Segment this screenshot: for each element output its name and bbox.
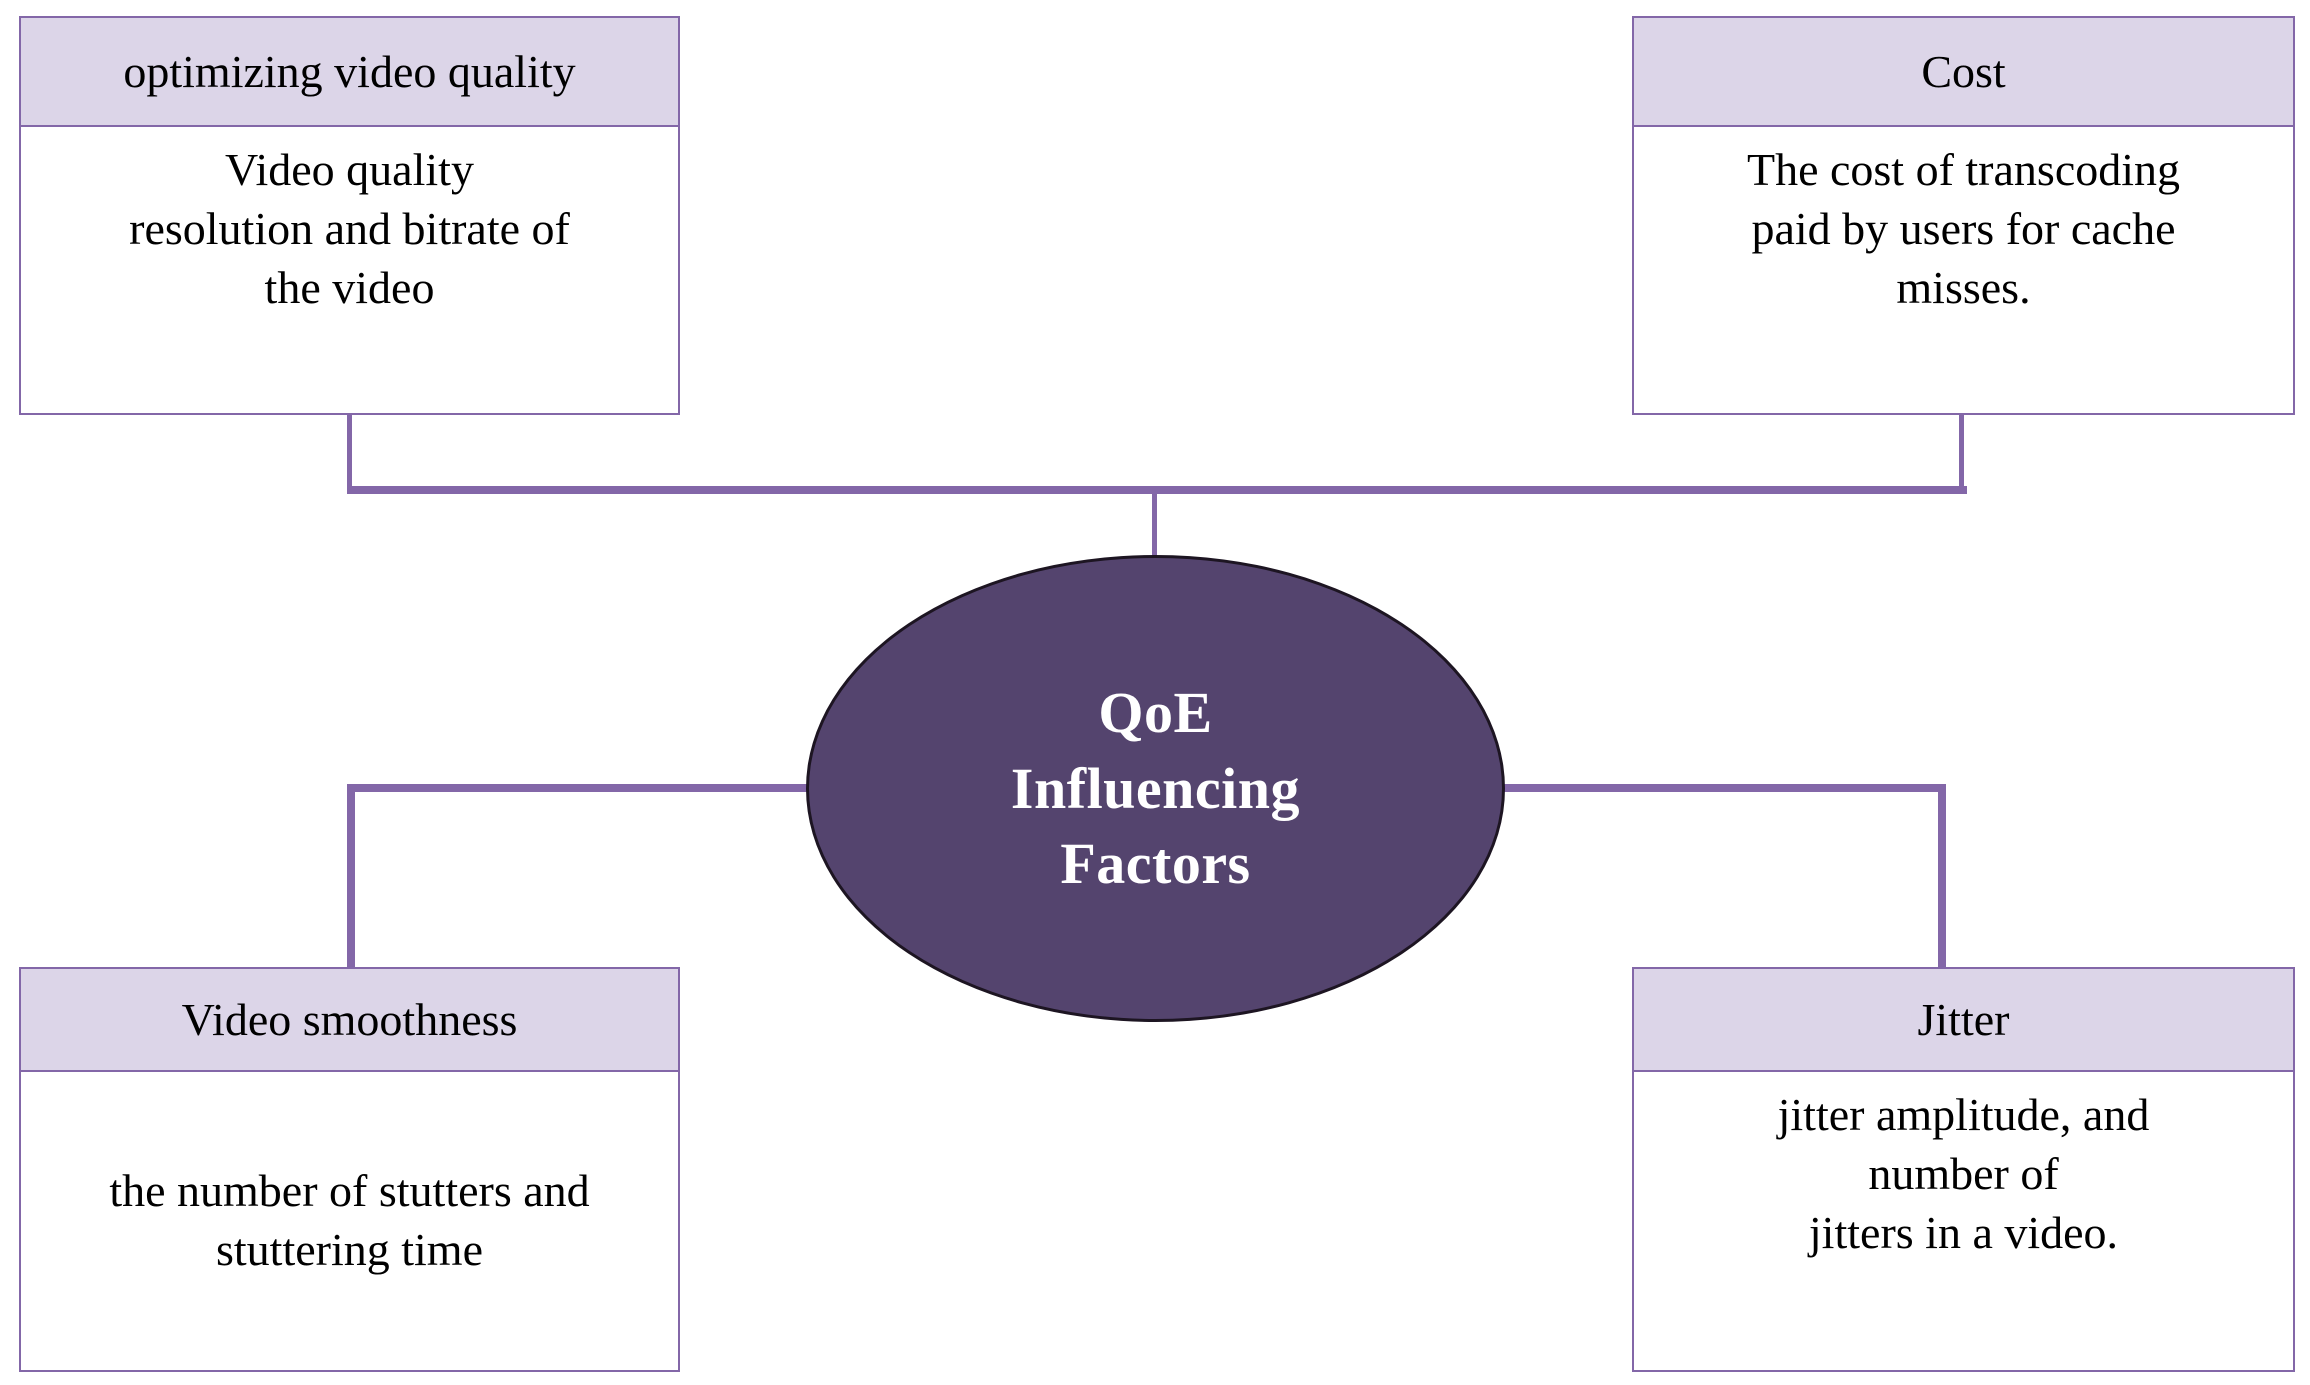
factor-card-video-smoothness-header: Video smoothness [21, 969, 678, 1072]
factor-card-video-smoothness-body: the number of stutters and stuttering ti… [109, 1165, 590, 1275]
factor-card-cost-header: Cost [1634, 18, 2293, 127]
hub-ellipse-qoe-influencing-factors[interactable]: QoE Influencing Factors [806, 555, 1505, 1022]
connector-cost-stem [1959, 413, 1964, 493]
factor-card-jitter-header: Jitter [1634, 969, 2293, 1072]
factor-card-video-quality-header: optimizing video quality [21, 18, 678, 127]
connector-video-quality-stem [347, 413, 352, 493]
connector-jitter-stem [1938, 784, 1946, 972]
connector-hub-top-drop [1152, 486, 1157, 568]
factor-card-cost-body: The cost of transcoding paid by users fo… [1746, 144, 2181, 313]
factor-card-jitter[interactable]: Jitter jitter amplitude, and number of j… [1632, 967, 2295, 1372]
connector-top-bus-left [347, 486, 1159, 494]
connector-hub-left-arm [347, 784, 817, 792]
connector-top-bus-right [1151, 486, 1967, 494]
hub-label: QoE Influencing Factors [1010, 680, 1301, 897]
connector-hub-right-arm [1494, 784, 1946, 792]
factor-card-video-smoothness[interactable]: Video smoothness the number of stutters … [19, 967, 680, 1372]
factor-card-cost[interactable]: Cost The cost of transcoding paid by use… [1632, 16, 2295, 415]
factor-card-jitter-body: jitter amplitude, and number of jitters … [1777, 1089, 2150, 1258]
factor-card-video-quality-body: Video quality resolution and bitrate of … [129, 144, 570, 313]
connector-video-smoothness-stem [347, 784, 355, 972]
factor-card-video-quality[interactable]: optimizing video quality Video quality r… [19, 16, 680, 415]
